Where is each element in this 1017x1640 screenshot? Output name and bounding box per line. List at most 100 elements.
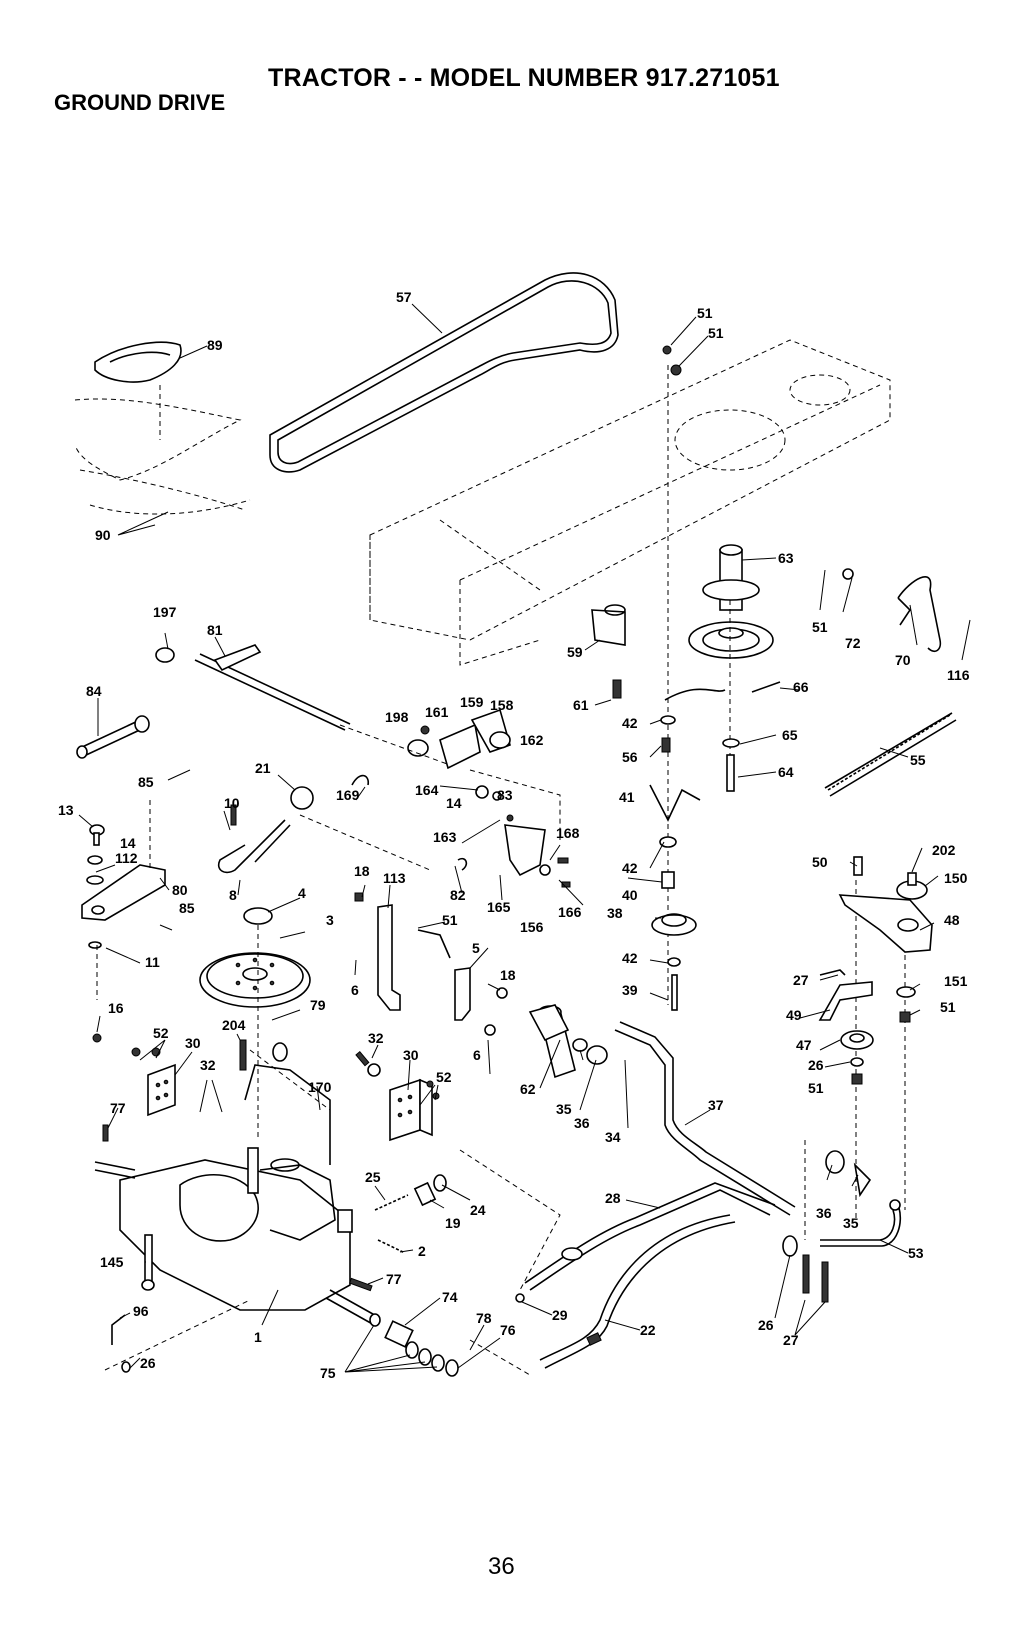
callout-74: 74: [442, 1289, 458, 1305]
transmission-pulley: [199, 907, 311, 1140]
callout-197: 197: [153, 604, 177, 620]
callout-83: 83: [497, 787, 513, 803]
callout-6: 6: [351, 982, 359, 998]
spring-clip: [155, 647, 175, 663]
bottom-left-hardware: [104, 1234, 251, 1373]
callout-159: 159: [460, 694, 484, 710]
callout-38: 38: [607, 905, 623, 921]
callout-32: 32: [200, 1057, 216, 1073]
callout-77: 77: [110, 1100, 126, 1116]
callout-52: 52: [436, 1069, 452, 1085]
callout-3: 3: [326, 912, 334, 928]
callout-36: 36: [574, 1115, 590, 1131]
callout-158: 158: [490, 697, 514, 713]
callout-170: 170: [308, 1079, 332, 1095]
callout-41: 41: [619, 789, 635, 805]
callout-53: 53: [908, 1245, 924, 1261]
callout-26: 26: [758, 1317, 774, 1333]
callout-4: 4: [298, 885, 306, 901]
callout-145: 145: [100, 1254, 124, 1270]
callout-165: 165: [487, 899, 511, 915]
callout-35: 35: [556, 1101, 572, 1117]
callout-14: 14: [120, 835, 136, 851]
right-hardware: [722, 568, 854, 792]
lever-arm: [76, 715, 150, 759]
callout-204: 204: [222, 1017, 246, 1033]
axle-washers: [369, 1149, 561, 1377]
callout-47: 47: [796, 1037, 812, 1053]
callout-30: 30: [185, 1035, 201, 1051]
callout-40: 40: [622, 887, 638, 903]
brake-linkage-cluster: [299, 708, 571, 888]
callout-72: 72: [845, 635, 861, 651]
callout-169: 169: [336, 787, 360, 803]
callout-22: 22: [640, 1322, 656, 1338]
callout-42: 42: [622, 715, 638, 731]
frame-outline: [369, 339, 891, 666]
callout-163: 163: [433, 829, 457, 845]
pivot-shaft: [538, 1005, 796, 1216]
callout-80: 80: [172, 882, 188, 898]
callout-84: 84: [86, 683, 102, 699]
callout-42: 42: [622, 950, 638, 966]
callout-56: 56: [622, 749, 638, 765]
leader-lines: [78, 303, 971, 1373]
callout-61: 61: [573, 697, 589, 713]
callout-162: 162: [520, 732, 544, 748]
callout-13: 13: [58, 802, 74, 818]
callout-96: 96: [133, 1303, 149, 1319]
mounting-brackets: [92, 1033, 440, 1142]
callout-113: 113: [383, 870, 406, 886]
callout-57: 57: [396, 289, 412, 305]
callout-150: 150: [944, 870, 968, 886]
callout-26: 26: [140, 1355, 156, 1371]
callout-35: 35: [843, 1215, 859, 1231]
callout-66: 66: [793, 679, 809, 695]
callout-26: 26: [808, 1057, 824, 1073]
callout-10: 10: [224, 795, 240, 811]
callout-11: 11: [145, 954, 160, 970]
page-number: 36: [488, 1553, 515, 1580]
callout-36: 36: [816, 1205, 832, 1221]
body-outline: [74, 398, 251, 515]
callout-25: 25: [365, 1169, 381, 1185]
callout-24: 24: [470, 1202, 486, 1218]
callout-18: 18: [500, 967, 516, 983]
callout-55: 55: [910, 752, 926, 768]
callout-51: 51: [442, 912, 458, 928]
callout-30: 30: [403, 1047, 419, 1063]
cross-shaft: [194, 644, 351, 731]
callout-34: 34: [605, 1129, 621, 1145]
callout-39: 39: [622, 982, 638, 998]
callout-59: 59: [567, 644, 583, 660]
callout-51: 51: [697, 305, 713, 321]
callout-19: 19: [445, 1215, 461, 1231]
callout-1: 1: [254, 1329, 262, 1345]
callout-51: 51: [812, 619, 828, 635]
callout-82: 82: [450, 887, 466, 903]
callout-5: 5: [472, 940, 480, 956]
callout-151: 151: [944, 973, 968, 989]
callout-51: 51: [708, 325, 724, 341]
callout-161: 161: [425, 704, 449, 720]
callout-166: 166: [558, 904, 582, 920]
idler-arm-bracket: [818, 856, 933, 1220]
callout-90: 90: [95, 527, 111, 543]
spring-bushing: [348, 1174, 447, 1292]
callout-14: 14: [446, 795, 462, 811]
idler-bracket: [591, 604, 626, 646]
callout-85: 85: [138, 774, 154, 790]
idler-pulley-stack: [688, 544, 774, 659]
extension-spring: [824, 712, 957, 797]
callout-89: 89: [207, 337, 223, 353]
callout-16: 16: [108, 1000, 124, 1016]
callout-2: 2: [418, 1243, 426, 1259]
pedal-pad: [94, 341, 182, 440]
callout-27: 27: [783, 1332, 799, 1348]
callout-63: 63: [778, 550, 794, 566]
callout-29: 29: [552, 1307, 568, 1323]
callout-28: 28: [605, 1190, 621, 1206]
callout-75: 75: [320, 1365, 336, 1381]
callout-48: 48: [944, 912, 960, 928]
